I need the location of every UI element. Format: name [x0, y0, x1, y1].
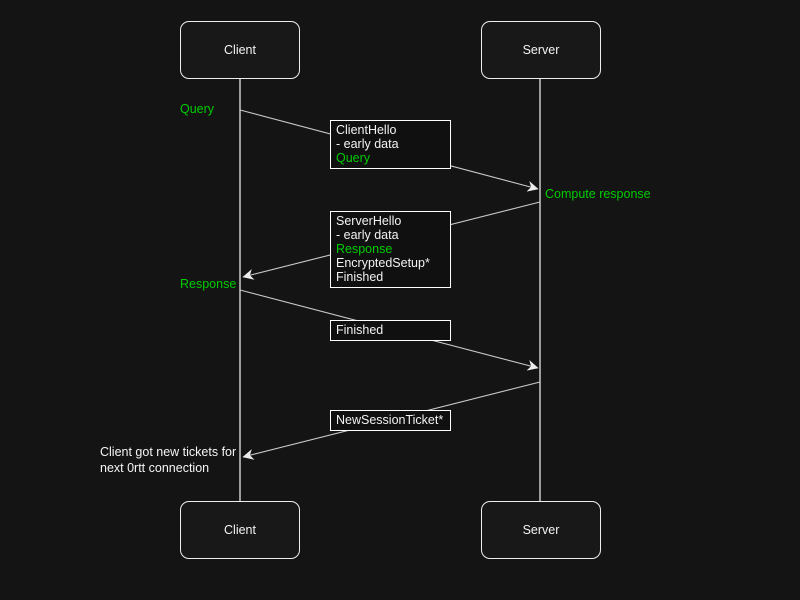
- message-line: - early data: [336, 228, 399, 242]
- note-new-tickets: Client got new tickets for next 0rtt con…: [100, 444, 236, 476]
- note-line-2: next 0rtt connection: [100, 461, 210, 475]
- message-line: ServerHello: [336, 214, 402, 228]
- message-box-serverhello: ServerHello - early data Response Encryp…: [330, 211, 451, 288]
- actor-client-bottom: Client: [180, 501, 300, 559]
- message-line: Finished: [336, 323, 384, 337]
- label-response: Response: [180, 277, 237, 291]
- actor-server-top: Server: [481, 21, 601, 79]
- message-line: ClientHello: [336, 123, 397, 137]
- label-compute-response: Compute response: [545, 187, 651, 201]
- message-line: - early data: [336, 137, 399, 151]
- message-line: Query: [336, 151, 371, 165]
- message-line: NewSessionTicket*: [336, 413, 444, 427]
- actor-server-top-label: Server: [522, 43, 560, 57]
- message-box-clienthello: ClientHello - early data Query: [330, 120, 451, 169]
- message-line: Response: [336, 242, 393, 256]
- message-box-newsessionticket: NewSessionTicket*: [330, 410, 451, 431]
- label-query: Query: [180, 102, 215, 116]
- actor-client-top: Client: [180, 21, 300, 79]
- actor-client-top-label: Client: [224, 43, 256, 57]
- actor-client-bottom-label: Client: [224, 523, 256, 537]
- message-line: Finished: [336, 270, 384, 284]
- actor-server-bottom-label: Server: [522, 523, 560, 537]
- actor-server-bottom: Server: [481, 501, 601, 559]
- note-line-1: Client got new tickets for: [100, 445, 237, 459]
- message-box-finished: Finished: [330, 320, 451, 341]
- message-line: EncryptedSetup*: [336, 256, 430, 270]
